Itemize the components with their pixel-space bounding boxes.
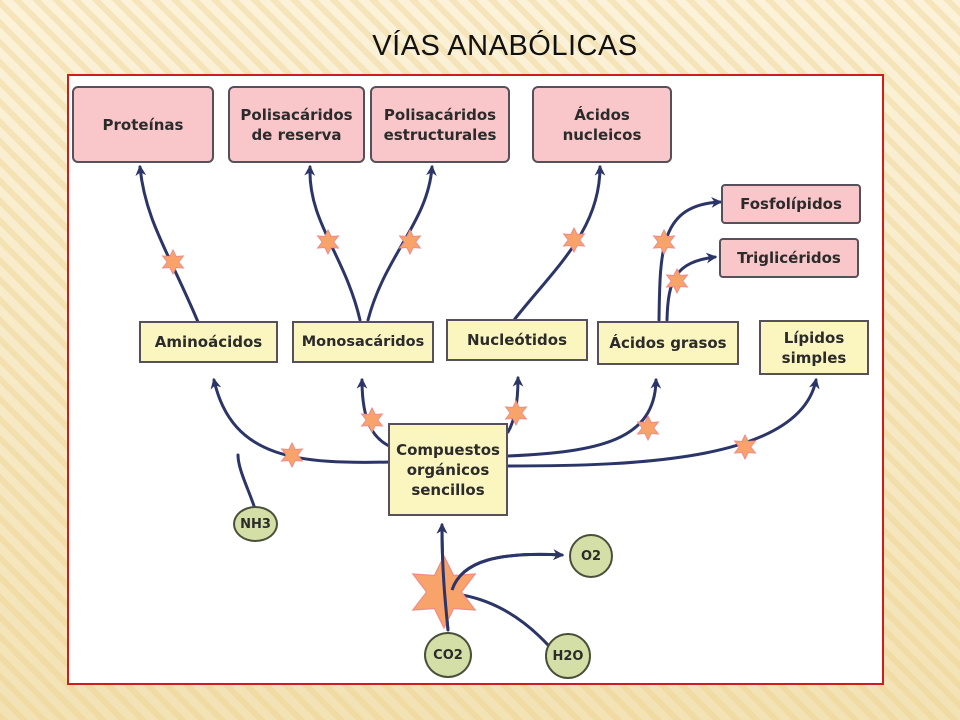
- arrow-aminoacidos-proteinas: [135, 164, 200, 324]
- molecule-nh3: NH3: [233, 506, 278, 542]
- slide-title: VÍAS ANABÓLICAS: [372, 30, 638, 62]
- box-lipidos-simples: Lípidos simples: [759, 320, 869, 375]
- box-polisacaridos-reserva: Polisacáridos de reserva: [228, 86, 365, 163]
- molecule-o2: O2: [569, 534, 613, 578]
- energy-star-icon: [317, 229, 339, 255]
- energy-star-icon: [666, 268, 688, 294]
- energy-star-icon: [361, 407, 383, 433]
- molecule-h2o: H2O: [545, 633, 591, 679]
- box-nucleotidos: Nucleótidos: [446, 319, 588, 361]
- molecule-co2: CO2: [424, 632, 472, 678]
- box-acidos-grasos: Ácidos grasos: [597, 321, 739, 365]
- energy-star-icon: [637, 415, 659, 441]
- arrow-h2o-input: [460, 593, 550, 647]
- energy-star-icon: [399, 229, 421, 255]
- energy-star-icon: [563, 227, 585, 253]
- energy-star-icon: [281, 442, 303, 468]
- arrow-precursor-acidos-grasos: [506, 377, 662, 458]
- energy-star-icon: [734, 434, 756, 460]
- box-aminoacidos: Aminoácidos: [139, 321, 278, 363]
- box-proteinas: Proteínas: [72, 86, 214, 163]
- box-trigliceridos: Triglicéridos: [719, 238, 859, 278]
- diagram-frame: [67, 74, 884, 685]
- energy-star-icon: [162, 249, 184, 275]
- arrow-precursor-aminoacidos: [210, 377, 394, 464]
- box-polisacaridos-estructurales: Polisacáridos estructurales: [370, 86, 510, 163]
- energy-star-icon: [653, 229, 675, 255]
- box-acidos-nucleicos: Ácidos nucleicos: [532, 86, 672, 163]
- box-compuestos-organicos: Compuestos orgánicos sencillos: [388, 423, 508, 516]
- energy-star-icon: [505, 400, 527, 426]
- box-monosacaridos: Monosacáridos: [292, 321, 434, 363]
- box-fosfolipidos: Fosfolípidos: [721, 184, 861, 224]
- arrow-precursor-lipidos-simples: [506, 377, 820, 468]
